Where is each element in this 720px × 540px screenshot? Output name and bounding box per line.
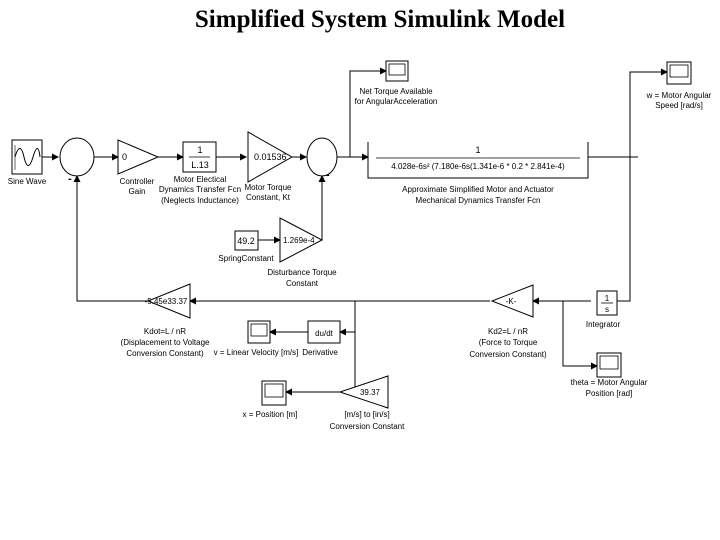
mech-tf-label-2: Mechanical Dynamics Transfer Fcn: [416, 196, 541, 205]
force-to-torque-label-3: Conversion Constant): [469, 350, 547, 359]
conversion-label-2: Conversion Constant: [330, 422, 405, 431]
force-to-torque-value: -K-: [506, 297, 517, 306]
net-torque-scope-label-2: for AngularAcceleration: [355, 97, 438, 106]
integrator-numerator: 1: [605, 294, 610, 303]
velocity-scope-label: v = Linear Velocity [m/s]: [214, 348, 299, 357]
disturbance-torque-gain-block[interactable]: [279, 217, 324, 263]
sine-wave-label: Sine Wave: [8, 177, 47, 186]
derivative-value: du/dt: [315, 329, 334, 338]
motor-tf-label-2: Dynamics Transfer Fcn: [159, 185, 241, 194]
mech-tf-label-1: Approximate Simplified Motor and Actuato…: [402, 185, 554, 194]
disturbance-label-2: Constant: [286, 279, 319, 288]
motor-speed-scope-block[interactable]: [666, 61, 692, 85]
motor-torque-value: 0.01536: [254, 152, 287, 162]
mechanical-tf-block[interactable]: [367, 142, 589, 179]
kdot-label-3: Conversion Constant): [126, 349, 204, 358]
conversion-constant-gain-block[interactable]: [338, 375, 389, 409]
motor-torque-label-2: Constant, Kt: [246, 193, 291, 202]
page-title: Simplified System Simulink Model: [194, 6, 566, 33]
conversion-value: 39.37: [360, 388, 381, 397]
kdot-label-1: Kdot=L / nR: [144, 327, 186, 336]
sine-wave-block[interactable]: [11, 139, 43, 175]
motor-torque-label-1: Motor Torque: [245, 183, 293, 192]
kdot-gain-block[interactable]: [146, 283, 191, 319]
force-to-torque-label-1: Kd2=L / nR: [488, 327, 528, 336]
position-scope-label: x = Position [m]: [243, 410, 298, 419]
controller-gain-value: 0: [122, 152, 127, 162]
motor-tf-label-3: (Neglects Inductance): [161, 196, 239, 205]
net-torque-scope-block[interactable]: [385, 60, 409, 82]
sum-block-1[interactable]: [59, 137, 95, 177]
mech-tf-denominator: 4.028e-6s² (7.180e-6s(1.341e-6 * 0.2 * 2…: [391, 162, 565, 171]
net-torque-scope-label-1: Net Torque Available: [359, 87, 433, 96]
sum-block-2[interactable]: [306, 137, 338, 177]
motor-speed-scope-label-2: Speed [rad/s]: [655, 101, 703, 110]
controller-gain-label-2: Gain: [129, 187, 146, 196]
kdot-value: -5.45e33.37: [145, 297, 188, 306]
motor-tf-numerator: 1: [197, 145, 202, 155]
motor-tf-denominator: L.13: [191, 160, 209, 170]
motor-torque-gain-block[interactable]: [247, 131, 294, 183]
disturbance-value: 1.269e-4: [283, 236, 315, 245]
spring-constant-block[interactable]: [234, 230, 259, 251]
spring-constant-label: SpringConstant: [218, 254, 274, 263]
motor-position-scope-block[interactable]: [596, 352, 622, 378]
motor-position-scope-label-1: theta = Motor Angular: [571, 378, 648, 387]
controller-gain-label-1: Controller: [120, 177, 155, 186]
sum-2-minus-sign: -: [326, 169, 330, 181]
velocity-scope-block[interactable]: [247, 320, 271, 344]
motor-tf-label-1: Motor Electical: [174, 175, 227, 184]
integrator-block[interactable]: [596, 290, 618, 316]
motor-electrical-tf-block[interactable]: [182, 141, 217, 173]
force-to-torque-gain-block[interactable]: [490, 284, 534, 318]
force-to-torque-label-2: (Force to Torque: [479, 338, 538, 347]
integrator-denominator: s: [605, 305, 609, 314]
motor-position-scope-label-2: Position [rad]: [586, 389, 633, 398]
motor-speed-scope-label-1: w = Motor Angular: [646, 91, 712, 100]
sum-1-minus-sign: -: [68, 173, 72, 185]
spring-constant-value: 49.2: [237, 236, 255, 246]
conversion-label-1: [m/s] to [in/s]: [344, 410, 389, 419]
mech-tf-numerator: 1: [475, 145, 480, 155]
controller-gain-block[interactable]: [117, 139, 160, 175]
kdot-label-2: (Displacement to Voltage: [121, 338, 210, 347]
derivative-label: Derivative: [302, 348, 338, 357]
position-scope-block[interactable]: [261, 380, 287, 406]
integrator-label: Integrator: [586, 320, 621, 329]
derivative-block[interactable]: [307, 320, 341, 344]
disturbance-label-1: Disturbance Torque: [267, 268, 337, 277]
